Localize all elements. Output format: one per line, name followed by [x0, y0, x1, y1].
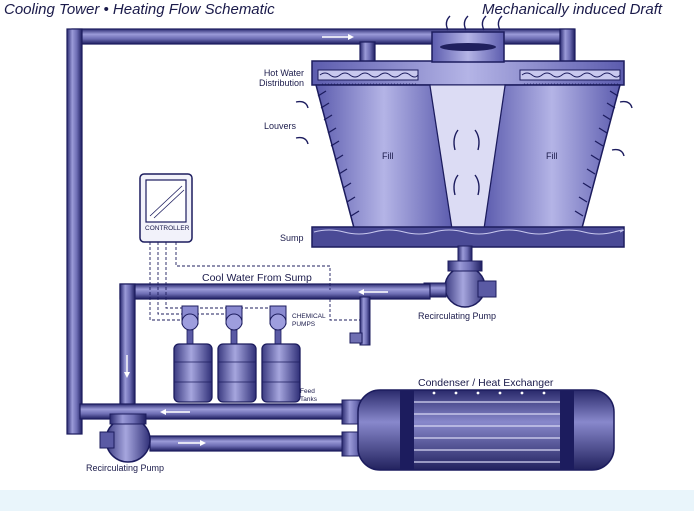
- cool-water-pipe: [119, 283, 431, 425]
- label-fill-right: Fill: [546, 151, 558, 161]
- label-cool-water-from-sump: Cool Water From Sump: [202, 272, 312, 284]
- label-recirculating-pump-left: Recirculating Pump: [86, 463, 165, 473]
- label-hot-water-distribution: Hot Water Distribution: [258, 68, 304, 88]
- recirculating-pump-right: [423, 245, 497, 308]
- label-louvers: Louvers: [264, 121, 297, 131]
- feed-tanks: [173, 343, 301, 403]
- chemical-pumps: [181, 305, 287, 345]
- controller: [139, 173, 360, 321]
- label-fill-left: Fill: [382, 151, 394, 161]
- diagram-title: Cooling Tower • Heating Flow Schematic: [4, 1, 275, 18]
- bottom-band: [0, 490, 694, 511]
- condenser-heat-exchanger: [341, 389, 615, 471]
- label-recirculating-pump-right: Recirculating Pump: [418, 311, 497, 321]
- diagram-subtitle: Mechanically induced Draft: [482, 1, 663, 18]
- label-feed-tanks: Feed Tanks: [300, 388, 317, 403]
- recirculating-pump-left: [79, 403, 361, 463]
- label-condenser-heat-exchanger: Condenser / Heat Exchanger: [418, 377, 554, 389]
- cooling-tower: [295, 15, 633, 248]
- label-chemical-pumps: CHEMICAL PUMPS: [292, 313, 326, 328]
- label-controller: CONTROLLER: [145, 225, 190, 232]
- label-sump: Sump: [280, 233, 304, 243]
